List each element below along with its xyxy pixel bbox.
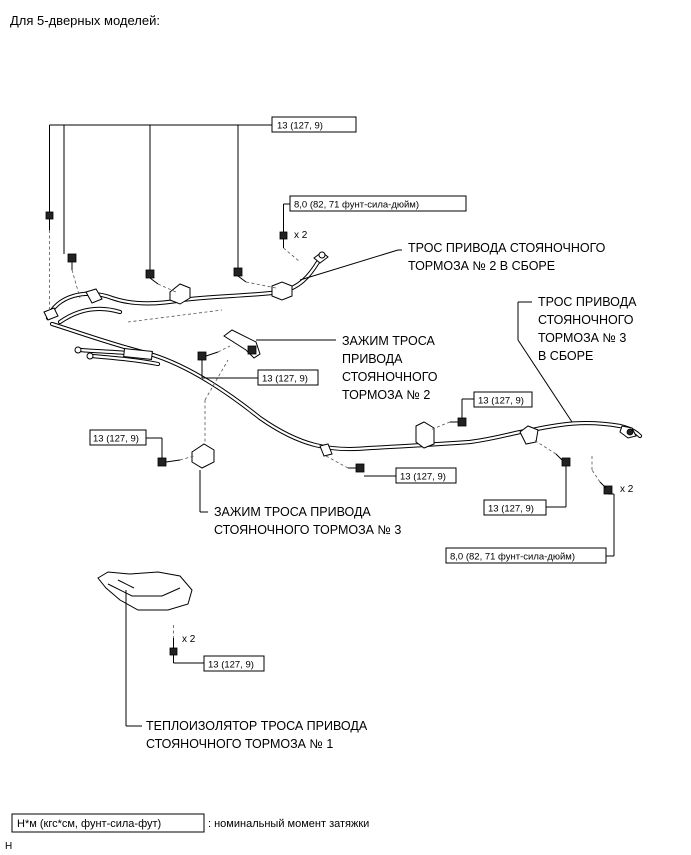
svg-text:ЗАЖИМ ТРОСА ПРИВОДА: ЗАЖИМ ТРОСА ПРИВОДА <box>214 505 371 519</box>
svg-text:ТОРМОЗА № 3: ТОРМОЗА № 3 <box>538 331 626 345</box>
label-cable-no2: ТРОС ПРИВОДА СТОЯНОЧНОГО ТОРМОЗА № 2 В С… <box>408 241 606 273</box>
bolt-icon <box>157 457 181 467</box>
svg-text:ТОРМОЗА № 2: ТОРМОЗА № 2 <box>342 388 430 402</box>
bolt-icon <box>197 351 219 361</box>
legend: Н*м (кгс*см, фунт-сила-фут) : номинальны… <box>11 813 369 833</box>
bolt-icon <box>555 453 571 467</box>
cable-brackets <box>85 281 539 457</box>
svg-text:ТОРМОЗА № 2 В СБОРЕ: ТОРМОЗА № 2 В СБОРЕ <box>408 259 555 273</box>
torque-value: 8,0 (82, 71 фунт-сила-дюйм) <box>294 200 419 211</box>
torque-value: 13 (127, 9) <box>478 396 524 407</box>
heat-insulator-part <box>97 571 193 611</box>
bolt-icon <box>450 417 467 427</box>
torque-value: 13 (127, 9) <box>262 374 308 385</box>
torque-value: 13 (127, 9) <box>208 660 254 671</box>
legend-unit-box: Н*м (кгс*см, фунт-сила-фут) <box>17 818 161 830</box>
quantity-label: x 2 <box>620 484 634 495</box>
svg-text:В СБОРЕ: В СБОРЕ <box>538 349 593 363</box>
torque-box-middle: 13 (127, 9) <box>395 467 457 484</box>
label-heat-insulator: ТЕПЛОИЗОЛЯТОР ТРОСА ПРИВОДА СТОЯНОЧНОГО … <box>146 719 368 751</box>
label-cable-no3: ТРОС ПРИВОДА СТОЯНОЧНОГО ТОРМОЗА № 3 В С… <box>538 295 637 363</box>
alignment-guides <box>49 230 601 638</box>
svg-text:ПРИВОДА: ПРИВОДА <box>342 352 403 366</box>
quantity-label: x 2 <box>294 230 308 241</box>
svg-text:ТЕПЛОИЗОЛЯТОР ТРОСА ПРИВОДА: ТЕПЛОИЗОЛЯТОР ТРОСА ПРИВОДА <box>146 719 368 733</box>
label-clamp-no2: ЗАЖИМ ТРОСА ПРИВОДА СТОЯНОЧНОГО ТОРМОЗА … <box>342 334 438 402</box>
torque-box-clamp2: 13 (127, 9) <box>257 369 319 386</box>
svg-text:ЗАЖИМ ТРОСА: ЗАЖИМ ТРОСА <box>342 334 435 348</box>
torque-value: 13 (127, 9) <box>400 472 446 483</box>
torque-value: 13 (127, 9) <box>488 504 534 515</box>
bolt-icon <box>45 211 54 230</box>
legend-description: : номинальный момент затяжки <box>208 818 369 830</box>
svg-text:ТРОС ПРИВОДА: ТРОС ПРИВОДА <box>538 295 637 309</box>
torque-box-right-lower: 13 (127, 9) <box>483 499 547 516</box>
bolt-icon <box>233 267 247 283</box>
bolt-icon <box>279 231 288 248</box>
label-clamp-no3: ЗАЖИМ ТРОСА ПРИВОДА СТОЯНОЧНОГО ТОРМОЗА … <box>214 505 401 537</box>
leader-lines <box>49 124 615 727</box>
svg-text:ТРОС ПРИВОДА СТОЯНОЧНОГО: ТРОС ПРИВОДА СТОЯНОЧНОГО <box>408 241 606 255</box>
bolt-icon <box>348 463 365 473</box>
bolt-icon <box>67 253 77 270</box>
torque-box-right-upper: 13 (127, 9) <box>473 391 533 408</box>
page-heading: Для 5-дверных моделей: <box>10 13 160 28</box>
bolt-icon <box>599 481 613 495</box>
cable-end-fittings <box>43 251 637 439</box>
bolt-icon <box>145 269 159 285</box>
svg-text:СТОЯНОЧНОГО ТОРМОЗА № 3: СТОЯНОЧНОГО ТОРМОЗА № 3 <box>214 523 401 537</box>
bolt-icon <box>169 638 178 656</box>
clamp-no2-part <box>223 329 261 359</box>
quantity-label: x 2 <box>182 634 196 645</box>
torque-value: 13 (127, 9) <box>93 434 139 445</box>
torque-value: 13 (127, 9) <box>277 121 323 132</box>
corner-code: H <box>5 841 12 852</box>
svg-text:СТОЯНОЧНОГО ТОРМОЗА № 1: СТОЯНОЧНОГО ТОРМОЗА № 1 <box>146 737 333 751</box>
bolts <box>45 211 613 656</box>
clamp-no3-part <box>191 443 215 469</box>
svg-text:СТОЯНОЧНОГО: СТОЯНОЧНОГО <box>538 313 634 327</box>
torque-box-small-bottom: 8,0 (82, 71 фунт-сила-дюйм) <box>445 547 607 564</box>
torque-value: 8,0 (82, 71 фунт-сила-дюйм) <box>450 552 575 563</box>
svg-text:СТОЯНОЧНОГО: СТОЯНОЧНОГО <box>342 370 438 384</box>
torque-box-left: 13 (127, 9) <box>89 429 147 446</box>
torque-box-top: 13 (127, 9) <box>271 116 357 133</box>
torque-box-insulator: 13 (127, 9) <box>203 655 265 672</box>
torque-box-small-top: 8,0 (82, 71 фунт-сила-дюйм) <box>289 195 467 212</box>
